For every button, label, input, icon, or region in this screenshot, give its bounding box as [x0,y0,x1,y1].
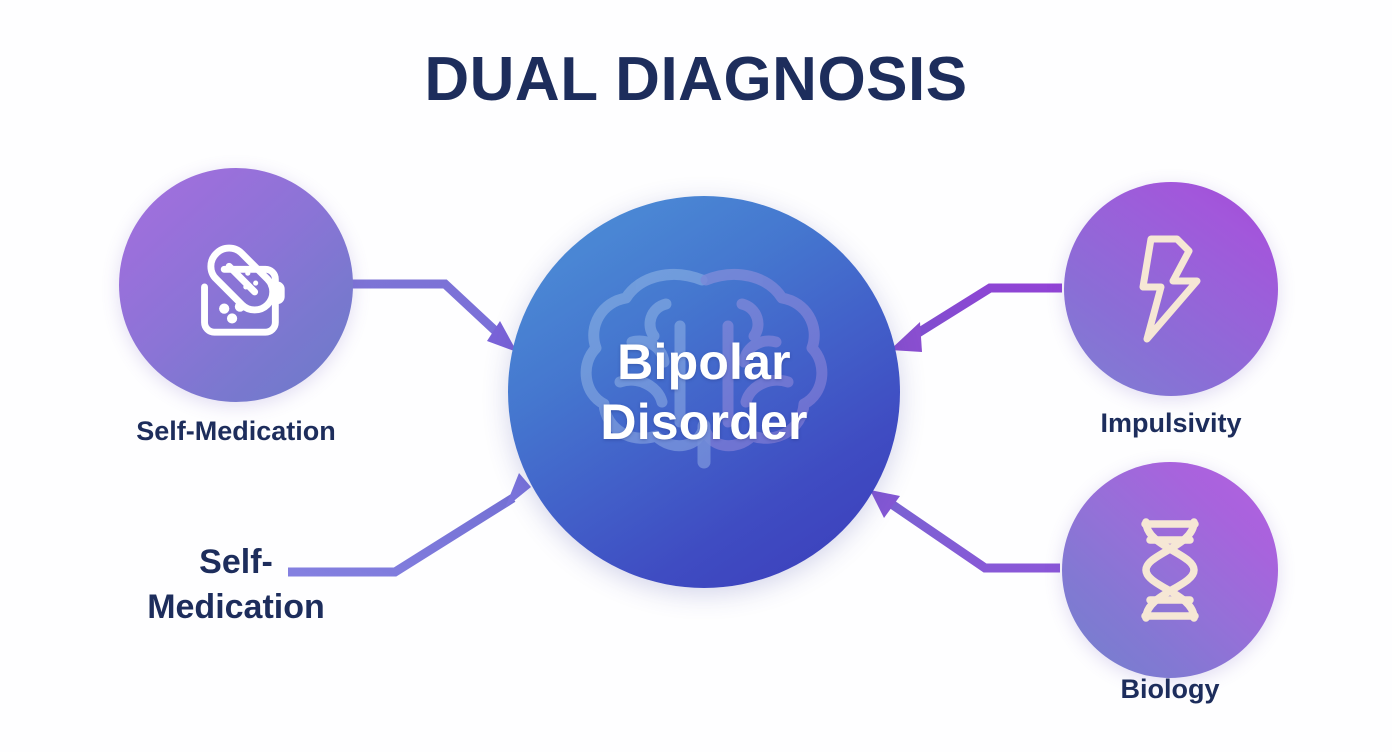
center-node-label: Bipolar Disorder [508,196,900,588]
connector-impulsivity [890,283,1062,352]
center-label-line2: Disorder [600,394,808,450]
lightning-bolt-icon [1139,235,1201,343]
node-impulsivity[interactable]: Impulsivity [1064,182,1278,438]
node-self-medication-top-bubble[interactable] [119,168,353,402]
node-impulsivity-bubble[interactable] [1064,182,1278,396]
brain-icon [580,268,828,469]
pill-bottle-icon [201,244,285,336]
dna-helix-icon [1141,518,1199,622]
node-biology-bubble[interactable] [1062,462,1278,678]
node-self-medication-bottom-line2: Medication [147,588,325,627]
node-self-medication-top-label: Self-Medication [136,416,336,446]
node-impulsivity-label: Impulsivity [1100,408,1242,438]
node-self-medication-bottom-line1: Self- [199,543,273,581]
center-label-line1: Bipolar [617,334,791,390]
node-self-medication-bottom[interactable]: Self- Medication [118,540,354,630]
node-self-medication-top[interactable]: Self-Medication [119,168,353,446]
node-biology[interactable]: Biology [1062,462,1278,704]
connector-self-medication-top [344,279,517,352]
center-node-bipolar-disorder[interactable]: Bipolar Disorder [508,196,900,588]
page-title: DUAL DIAGNOSIS [424,45,968,114]
node-biology-label: Biology [1120,674,1220,704]
node-self-medication-bottom-label: Self- Medication [118,540,354,630]
